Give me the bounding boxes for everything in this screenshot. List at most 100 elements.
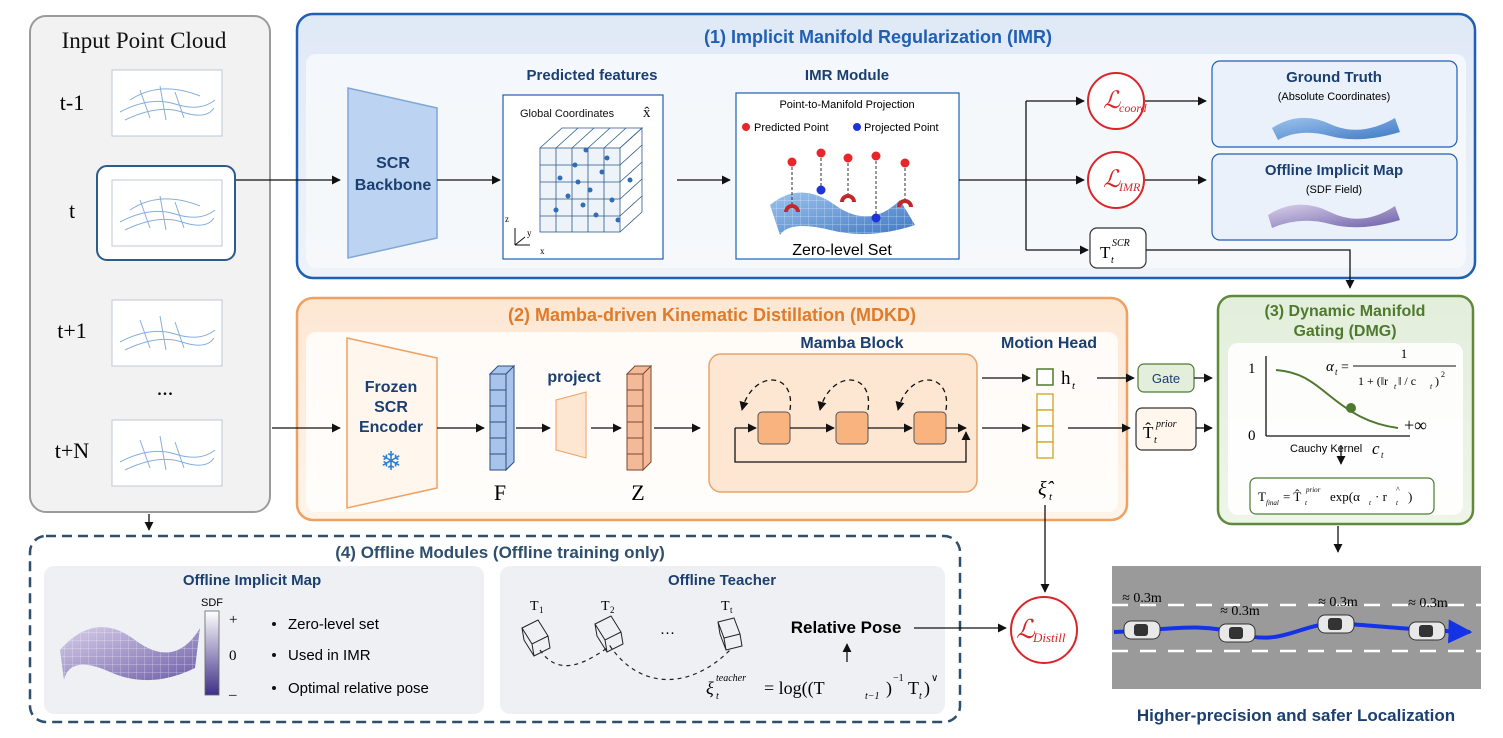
projected-points	[816, 185, 881, 223]
imr-section: (1) Implicit Manifold Regularization (IM…	[295, 12, 1477, 280]
magnet-icons	[784, 194, 913, 213]
t-final-rhs-sub: t	[1305, 499, 1308, 507]
bullet-dot	[272, 653, 276, 657]
t-scr-box	[1089, 227, 1147, 269]
t-scr-subscript: t	[1111, 255, 1114, 266]
bullet-used-in-imr: Used in IMR	[288, 647, 371, 664]
t-final-exp-end: )	[1408, 489, 1412, 504]
alpha-equals: =	[1341, 360, 1349, 375]
trajectory-curve	[539, 645, 731, 681]
cauchy-kernel-label: Cauchy Kernel	[1290, 443, 1362, 455]
t-final-symbol: T	[1258, 489, 1266, 504]
xi-hat-subscript: t	[1049, 491, 1053, 503]
loss-imr-symbol: ℒ	[1103, 167, 1121, 193]
loss-distill-symbol: ℒ	[1016, 615, 1036, 644]
loss-coord-subscript: coord	[1119, 101, 1148, 115]
x-axis-infinity: +∞	[1404, 415, 1427, 435]
xi-teacher-sub: t	[716, 691, 719, 702]
distance-label-1: ≈ 0.3m	[1122, 591, 1162, 606]
ground-truth-subtitle: (Absolute Coordinates)	[1278, 91, 1391, 103]
distance-label-4: ≈ 0.3m	[1408, 596, 1448, 611]
t-scr-symbol: T	[1100, 243, 1111, 262]
axis-y-label: y	[527, 228, 532, 238]
scr-backbone-label-2: Backbone	[355, 177, 432, 194]
xi-teacher-eq-sub: t−1	[865, 691, 880, 702]
point-cloud-thumbnail-current	[111, 179, 223, 247]
offline-map-subtitle: (SDF Field)	[1306, 184, 1362, 196]
f-label: F	[494, 480, 506, 505]
gate-label: Gate	[1152, 371, 1180, 386]
loss-coord-symbol: ℒ	[1103, 88, 1121, 114]
frozen-encoder-label-3: Encoder	[359, 419, 423, 436]
input-panel: Input Point Cloud t-1 t t+1 ... t+N	[29, 15, 271, 513]
projection-title: Point-to-Manifold Projection	[779, 99, 914, 111]
mamba-flow-arrows	[734, 379, 971, 463]
h-t-symbol: h	[1061, 368, 1071, 389]
car-icons	[1123, 614, 1446, 643]
t-final-exp-sub: t	[1369, 499, 1372, 507]
global-coordinates-label: Global Coordinates	[520, 108, 615, 120]
alpha-denominator: 1 + (‖r	[1358, 374, 1388, 388]
pose-dots: ···	[660, 626, 675, 642]
feature-z-stack	[625, 364, 653, 472]
xi-teacher-eq-t: T	[908, 678, 919, 698]
offline-map-title: Offline Implicit Map	[1265, 162, 1403, 179]
connector-arrows	[144, 96, 1355, 662]
alpha-denominator-sup: 2	[1441, 370, 1445, 379]
loss-distill-sub: Distill	[1032, 630, 1066, 645]
bullet-dot	[272, 686, 276, 690]
t-final-sub: final	[1266, 499, 1279, 507]
dmg-title-2: Gating (DMG)	[1293, 323, 1396, 340]
frozen-encoder-block	[346, 337, 438, 509]
zero-level-set-label: Zero-level Set	[792, 242, 892, 259]
point-cloud-thumbnail	[111, 419, 223, 487]
pose-t2-label: T	[601, 599, 610, 614]
xi-teacher-eq-end: )	[924, 678, 930, 699]
h-t-box	[1036, 368, 1054, 386]
predicted-points	[787, 148, 910, 168]
dmg-section: (3) Dynamic Manifold Gating (DMG) 1 0 +∞…	[1216, 294, 1475, 526]
cauchy-plot-axes	[1265, 356, 1410, 437]
t-scr-superscript: SCR	[1112, 238, 1130, 249]
t-prior-superscript: prior	[1155, 419, 1177, 430]
loss-coord-circle	[1087, 72, 1145, 130]
feature-grid-cube	[539, 127, 644, 233]
bullet-dot	[272, 622, 276, 626]
pose-tt-sub: t	[730, 605, 733, 615]
predicted-features-title: Predicted features	[527, 67, 658, 84]
imr-title: (1) Implicit Manifold Regularization (IM…	[704, 27, 1052, 47]
mdkd-section: (2) Mamba-driven Kinematic Distillation …	[295, 296, 1197, 522]
pose-tt-label: T	[721, 599, 730, 614]
alpha-denominator-rest: ‖ / c	[1398, 374, 1416, 388]
snowflake-icon: ❄	[380, 446, 402, 476]
point-cloud-scan-4	[119, 435, 216, 471]
point-cloud-thumbnail	[111, 69, 223, 137]
bullet-zero-level: Zero-level set	[288, 616, 380, 633]
alpha-lhs: α	[1326, 359, 1335, 375]
road-caption: Higher-precision and safer Localization	[1137, 706, 1455, 725]
t-final-rhs-sup: prior	[1305, 486, 1321, 494]
frame-label-t+1: t+1	[57, 318, 87, 343]
scr-backbone-block	[347, 87, 438, 259]
alpha-denominator-end: )	[1435, 374, 1439, 388]
bullet-optimal-pose: Optimal relative pose	[288, 680, 429, 697]
loss-imr-subscript: IMR	[1118, 180, 1141, 194]
feature-points	[553, 147, 633, 223]
frame-label-t+N: t+N	[55, 438, 90, 463]
input-panel-title: Input Point Cloud	[62, 28, 227, 53]
offline-section: (4) Offline Modules (Offline training on…	[28, 534, 1078, 724]
xi-teacher-eq-t-sub: t	[919, 691, 922, 702]
point-cloud-scan-2	[119, 195, 216, 231]
relative-pose-label: Relative Pose	[791, 618, 902, 637]
t-final-rhs: = T̂	[1283, 489, 1301, 504]
projected-point-legend-icon	[853, 123, 861, 131]
motion-head-title: Motion Head	[1001, 335, 1097, 352]
frozen-encoder-label-1: Frozen	[365, 379, 417, 396]
kernel-variable: c	[1372, 439, 1380, 458]
cauchy-curve-point	[1346, 403, 1356, 413]
z-label: Z	[631, 480, 644, 505]
ground-truth-surface	[1272, 117, 1400, 140]
cauchy-curve	[1275, 369, 1399, 429]
xi-teacher-symbol: ξ	[706, 678, 714, 698]
